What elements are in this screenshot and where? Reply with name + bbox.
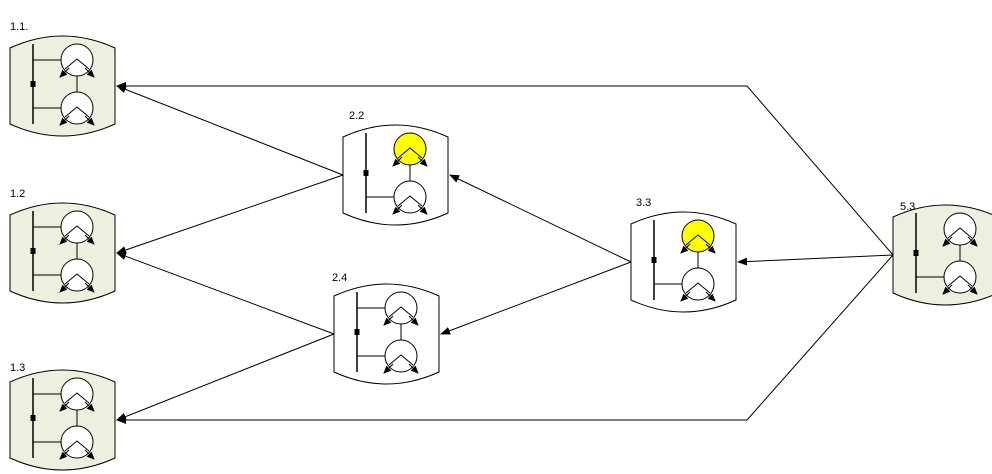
node-label: 3.3 <box>636 197 651 209</box>
edge-5-3-to-1-3 <box>116 254 894 424</box>
pump-top-icon <box>59 43 95 78</box>
node-label: 1.3 <box>10 362 25 374</box>
edge-2-2-to-1-1 <box>116 85 344 176</box>
edge-2-4-to-1-2 <box>116 252 335 335</box>
node-body <box>333 283 440 385</box>
bus-marker <box>30 81 36 87</box>
edges-layer <box>116 82 894 424</box>
pump-bottom-icon <box>680 267 716 302</box>
node-label: 2.2 <box>349 110 364 122</box>
bus-marker <box>354 329 360 335</box>
node-label: 1.2 <box>10 188 25 200</box>
bus-marker <box>30 415 36 421</box>
node-body <box>630 211 737 313</box>
node-1-3: 1.3 <box>9 362 116 471</box>
pump-top-icon <box>59 377 95 412</box>
node-body <box>9 35 116 137</box>
pump-top-icon <box>59 210 95 245</box>
edge-2-4-to-1-3 <box>116 333 335 421</box>
pump-bottom-icon <box>942 260 978 295</box>
pump-bottom-icon <box>392 180 428 215</box>
node-body <box>9 202 116 304</box>
edge-3-3-to-2-4 <box>440 261 632 335</box>
node-label: 1.1. <box>10 21 28 33</box>
nodes-layer: 1.1. 1.2 1.3 2.2 2.4 3.3 5.3 <box>9 21 992 471</box>
pump-top-icon <box>392 132 428 167</box>
node-body <box>892 204 992 306</box>
pump-bottom-icon <box>59 91 95 126</box>
pump-bottom-icon <box>59 258 95 293</box>
node-body <box>9 369 116 471</box>
pump-top-icon <box>680 219 716 254</box>
edge-5-3-to-1-1 <box>116 82 894 256</box>
edge-2-2-to-1-2 <box>116 174 344 254</box>
pump-bottom-icon <box>383 339 419 374</box>
node-1-2: 1.2 <box>9 188 116 304</box>
edge-3-3-to-2-2 <box>449 174 632 263</box>
node-2-4: 2.4 <box>332 272 440 385</box>
bus-marker <box>913 250 919 256</box>
node-5-3: 5.3 <box>892 201 992 306</box>
node-1-1: 1.1. <box>9 21 116 137</box>
pump-bottom-icon <box>59 425 95 460</box>
bus-marker <box>30 248 36 254</box>
node-2-2: 2.2 <box>342 110 449 226</box>
node-3-3: 3.3 <box>630 197 737 313</box>
node-label: 2.4 <box>332 272 347 284</box>
pump-top-icon <box>942 212 978 247</box>
pump-top-icon <box>383 291 419 326</box>
node-body <box>342 124 449 226</box>
edge-5-3-to-3-3 <box>737 254 894 266</box>
bus-marker <box>651 257 657 263</box>
bus-marker <box>363 170 369 176</box>
